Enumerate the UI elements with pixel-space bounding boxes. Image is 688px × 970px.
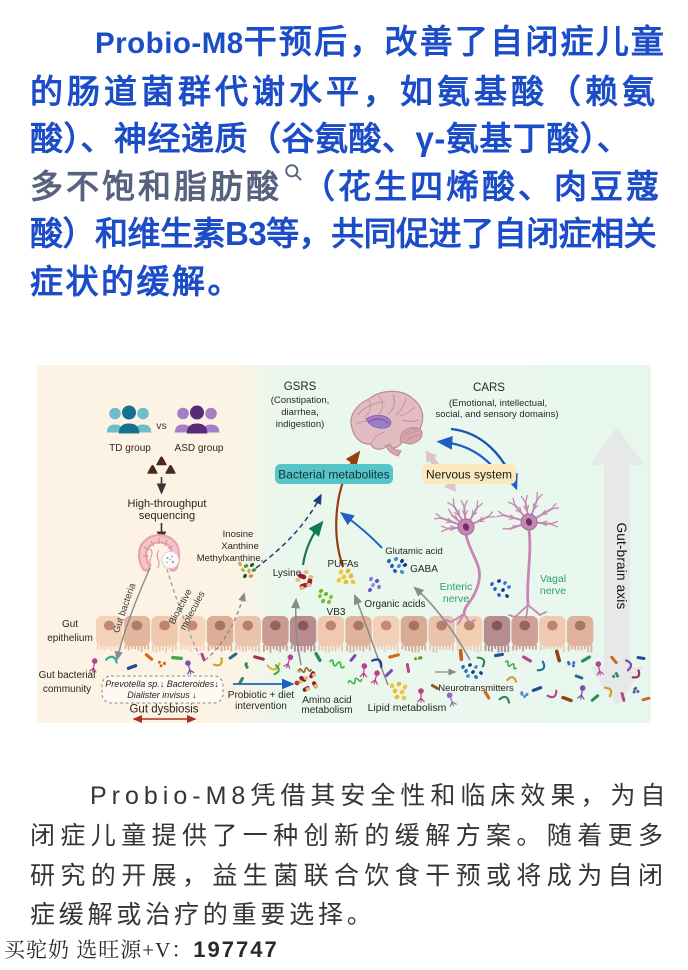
svg-text:Probiotic + diet: Probiotic + diet (228, 690, 295, 701)
svg-text:Methylxanthine,: Methylxanthine, (197, 553, 264, 564)
svg-text:Xanthine: Xanthine (221, 541, 259, 552)
svg-text:Bacterial metabolites: Bacterial metabolites (278, 468, 389, 482)
svg-text:Gut: Gut (62, 619, 78, 630)
svg-text:Glutamic acid: Glutamic acid (385, 546, 443, 557)
svg-text:Amino acid: Amino acid (302, 695, 351, 706)
svg-text:indigestion): indigestion) (276, 419, 325, 430)
svg-text:High-throughput: High-throughput (128, 498, 207, 510)
svg-text:ASD group: ASD group (175, 443, 224, 454)
svg-text:vs: vs (156, 420, 167, 432)
svg-text:Gut-brain axis: Gut-brain axis (614, 523, 629, 610)
svg-text:Organic acids: Organic acids (364, 599, 425, 610)
svg-text:Inosine: Inosine (223, 529, 254, 540)
svg-text:TD group: TD group (109, 443, 151, 454)
svg-text:Vagal: Vagal (540, 573, 566, 585)
svg-text:(Emotional, intellectual,: (Emotional, intellectual, (449, 398, 547, 409)
svg-text:nerve: nerve (443, 593, 469, 605)
svg-text:GABA: GABA (410, 564, 438, 575)
svg-text:Gut dysbiosis: Gut dysbiosis (129, 704, 198, 716)
svg-text:Prevotella sp.↓ Bacteroides↓: Prevotella sp.↓ Bacteroides↓ (105, 679, 219, 689)
svg-text:social, and sensory domains): social, and sensory domains) (435, 409, 558, 420)
svg-text:Enteric: Enteric (440, 581, 473, 593)
svg-text:epithelium: epithelium (47, 633, 93, 644)
svg-text:diarrhea,: diarrhea, (281, 407, 319, 418)
svg-text:Lipid metabolism: Lipid metabolism (368, 702, 447, 714)
svg-text:Gut bacterial: Gut bacterial (39, 670, 96, 681)
svg-text:Nervous system: Nervous system (426, 468, 512, 482)
svg-text:Lysine: Lysine (273, 568, 302, 579)
svg-text:nerve: nerve (540, 585, 566, 597)
svg-text:(Constipation,: (Constipation, (271, 395, 330, 406)
svg-text:intervention: intervention (235, 701, 287, 712)
svg-text:sequencing: sequencing (139, 510, 195, 522)
svg-text:community: community (43, 684, 91, 695)
svg-text:VB3: VB3 (327, 607, 346, 618)
svg-text:metabolism: metabolism (301, 705, 352, 716)
svg-text:Dialister invisus ↓: Dialister invisus ↓ (127, 690, 197, 700)
svg-text:Neurotransmitters: Neurotransmitters (438, 683, 514, 694)
svg-text:GSRS: GSRS (284, 381, 317, 393)
svg-text:CARS: CARS (473, 382, 505, 394)
svg-text:PUFAs: PUFAs (327, 559, 358, 570)
